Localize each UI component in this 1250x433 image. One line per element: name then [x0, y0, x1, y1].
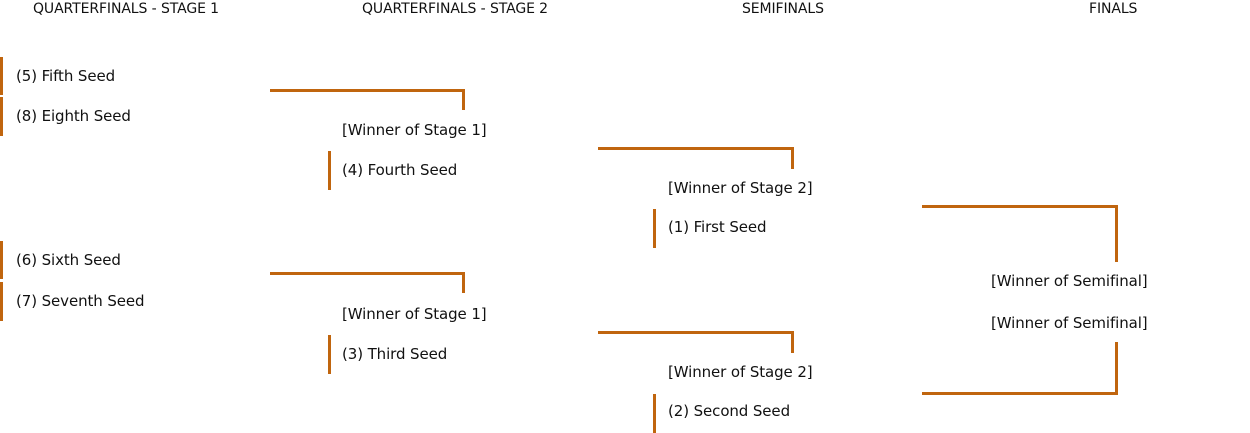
bracket-connector [598, 147, 794, 169]
team-slot: (8) Eighth Seed [16, 107, 131, 125]
column-header-semifinals: SEMIFINALS [742, 1, 824, 17]
team-slot: [Winner of Semifinal] [991, 314, 1148, 332]
bracket-connector [598, 331, 794, 353]
team-slot: (5) Fifth Seed [16, 67, 115, 85]
team-slot: (4) Fourth Seed [342, 161, 458, 179]
seed-marker [0, 282, 3, 321]
seed-marker [0, 241, 3, 279]
team-slot: (1) First Seed [668, 218, 767, 236]
team-slot: [Winner of Stage 2] [668, 179, 813, 197]
bracket-connector [270, 272, 465, 293]
seed-marker [0, 97, 3, 136]
team-slot: (2) Second Seed [668, 402, 790, 420]
team-slot: [Winner of Semifinal] [991, 272, 1148, 290]
team-slot: (6) Sixth Seed [16, 251, 121, 269]
seed-marker [328, 335, 331, 374]
team-slot: [Winner of Stage 2] [668, 363, 813, 381]
seed-marker [0, 57, 3, 95]
bracket-connector [270, 89, 465, 110]
team-slot: (3) Third Seed [342, 345, 448, 363]
bracket-connector [922, 342, 1118, 395]
team-slot: (7) Seventh Seed [16, 292, 145, 310]
column-header-quarterfinals-stage-2: QUARTERFINALS - STAGE 2 [362, 1, 548, 17]
seed-marker [328, 151, 331, 190]
column-header-finals: FINALS [1089, 1, 1138, 17]
team-slot: [Winner of Stage 1] [342, 121, 487, 139]
team-slot: [Winner of Stage 1] [342, 305, 487, 323]
seed-marker [653, 394, 656, 433]
column-header-quarterfinals-stage-1: QUARTERFINALS - STAGE 1 [33, 1, 219, 17]
seed-marker [653, 209, 656, 248]
bracket-connector [922, 205, 1118, 262]
